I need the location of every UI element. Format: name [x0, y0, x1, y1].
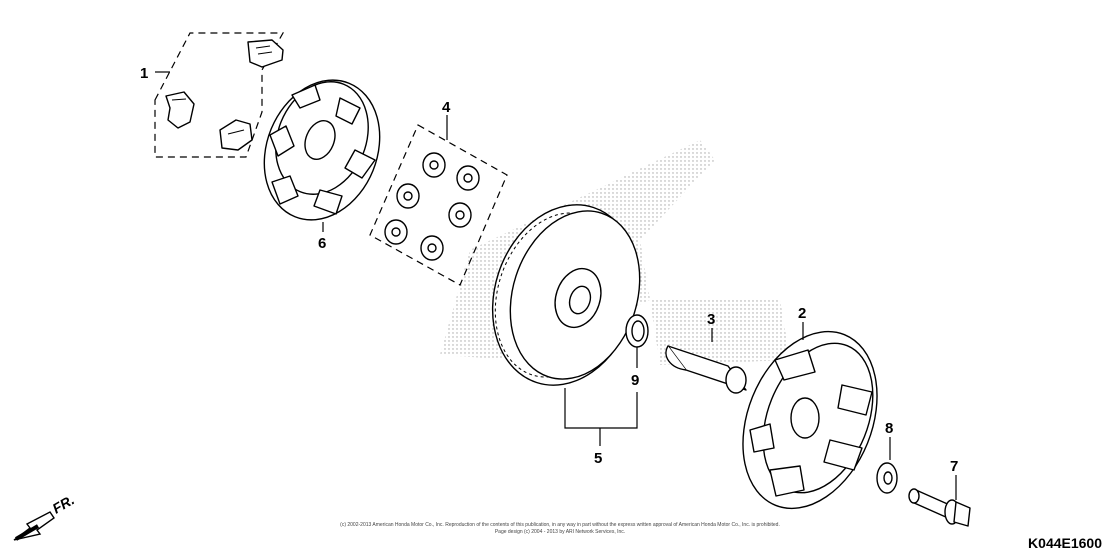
flange-bolt[interactable]: [908, 488, 971, 527]
ramp-plate[interactable]: [244, 63, 400, 238]
weight-roller-set[interactable]: [369, 124, 508, 286]
callout-8: 8: [885, 420, 893, 437]
copyright-line-2: Page design (c) 2004 - 2013 by ARI Netwo…: [494, 529, 626, 535]
callout-1: 1: [140, 65, 148, 82]
washer[interactable]: [876, 462, 898, 494]
callout-5: 5: [594, 450, 602, 467]
callout-7: 7: [950, 458, 958, 475]
oil-seal[interactable]: [625, 314, 649, 348]
callout-3: 3: [707, 311, 715, 328]
callout-6: 6: [318, 235, 326, 252]
copyright-line-1: (c) 2002-2013 American Honda Motor Co., …: [340, 522, 780, 528]
copyright-notice: (c) 2002-2013 American Honda Motor Co., …: [300, 522, 820, 536]
callout-4: 4: [442, 99, 451, 116]
slide-piece-set[interactable]: [154, 32, 285, 158]
front-direction-arrow-icon: [13, 511, 55, 541]
callout-2: 2: [798, 305, 806, 322]
callout-numbers: 1 2 3 4 5 6 7 8 9: [140, 65, 958, 475]
collar[interactable]: [665, 345, 747, 394]
drive-face[interactable]: [718, 311, 902, 528]
leader-lines: [155, 71, 957, 500]
diagram-code: K044E1600: [1028, 535, 1102, 551]
callout-9: 9: [631, 372, 639, 389]
